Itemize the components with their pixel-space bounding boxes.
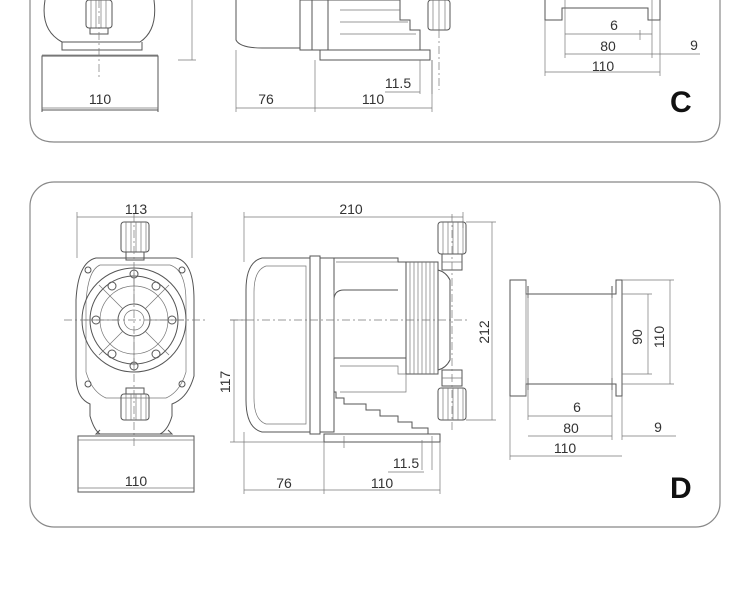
panel-d-frame [29,181,721,528]
panel-c-valve-icon-side [427,0,451,31]
panel-d-bracket-inner: 6 [573,399,581,415]
panel-d-bracket-110: 110 [554,440,577,456]
panel-c: 110 76 [29,0,721,143]
panel-c-letter: C [670,86,692,119]
panel-d-side-view: 210 [217,201,496,494]
panel-d-top-valve-icon [120,221,150,261]
panel-c-inlet-offset: 11.5 [385,75,411,91]
panel-d-front-width: 113 [125,201,148,217]
panel-c-side-view: 76 110 11.5 [235,0,451,112]
panel-d-bracket-90: 90 [629,329,645,345]
panel-c-bracket-110: 110 [592,58,615,74]
panel-d-bracket-view: 90 110 6 80 9 110 [509,279,676,460]
panel-c-bracket-9: 9 [690,37,698,53]
panel-d-total-height: 212 [476,320,492,344]
panel-d: 113 [29,181,721,528]
panel-d-inlet-offset: 11.5 [393,455,419,471]
panel-d-base-length: 110 [371,475,394,491]
panel-c-frame [29,0,721,143]
panel-d-bracket-110-vertical: 110 [651,326,667,349]
panel-c-offset-76: 76 [258,91,274,107]
panel-c-bracket-view: 6 80 9 110 [544,0,700,76]
panel-d-bracket-9: 9 [654,419,662,435]
panel-c-bracket-inner: 6 [610,17,618,33]
panel-d-letter: D [670,472,692,505]
panel-d-bracket-80: 80 [563,420,579,436]
panel-c-front-view: 110 [41,0,196,112]
panel-d-front-view: 113 [64,201,208,493]
panel-d-bottom-valve-icon [120,387,150,421]
panel-d-pump-head-ribs [409,262,435,374]
panel-d-offset-76: 76 [276,475,292,491]
panel-d-axis-height: 117 [217,371,233,394]
panel-c-base-width: 110 [89,91,112,107]
panel-c-base-length: 110 [362,91,385,107]
panel-d-base-width: 110 [125,473,148,489]
panel-d-side-length: 210 [339,201,363,217]
panel-c-bracket-80: 80 [600,38,616,54]
panel-d-bracket-slots [527,286,613,390]
